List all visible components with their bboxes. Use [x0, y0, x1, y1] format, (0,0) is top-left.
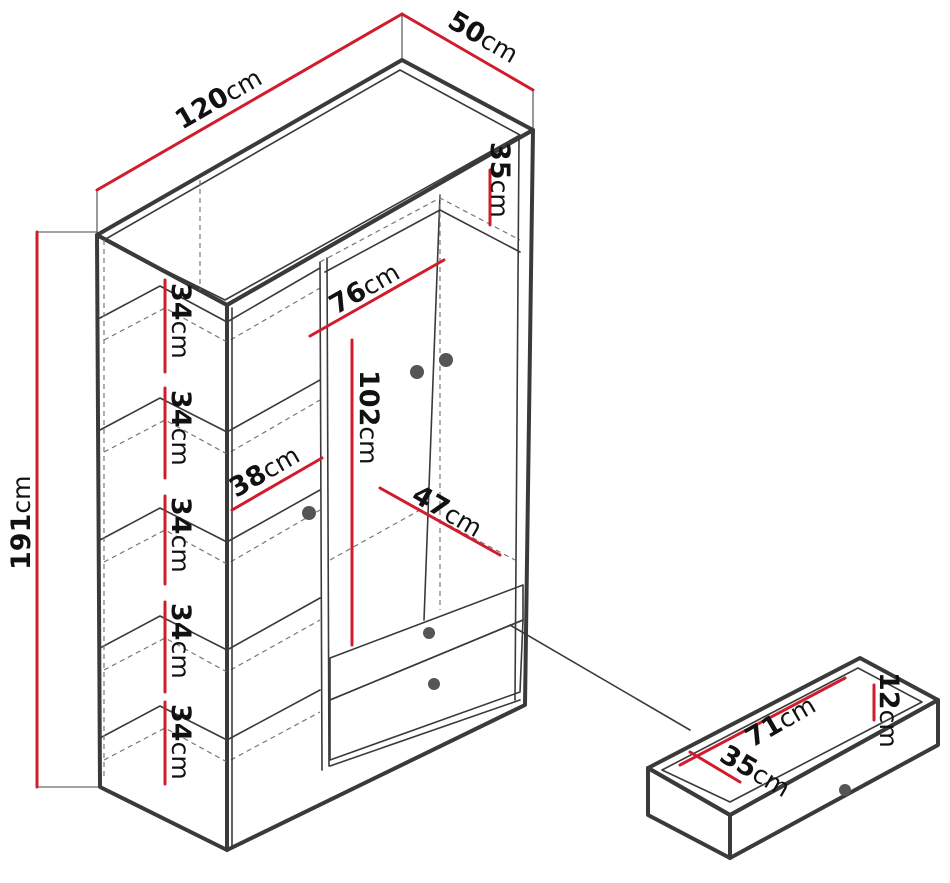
- side-width-label: 38cm: [224, 439, 305, 504]
- drawer-detail: [646, 656, 940, 860]
- inner-depth-label: 47cm: [407, 479, 488, 544]
- shelf-height-label: 34cm: [165, 603, 196, 679]
- door-knob-icon: [302, 506, 316, 520]
- drawer-knob-icon: [428, 678, 440, 690]
- drawer-knob-icon: [423, 627, 435, 639]
- drawers: [329, 584, 524, 767]
- drawer-height-label: 12cm: [873, 672, 904, 748]
- drawer-knob-icon: [839, 784, 851, 796]
- shelf-height-label: 34cm: [165, 283, 196, 359]
- shelf-height-label: 34cm: [165, 497, 196, 573]
- shelf-height-label: 34cm: [165, 390, 196, 466]
- shelf-height-label: 34cm: [165, 704, 196, 780]
- wardrobe: [37, 14, 691, 852]
- door-knob-icon: [410, 365, 424, 379]
- left-shelves: [99, 180, 321, 780]
- dimension-lines: [35, 12, 876, 789]
- hanging-label: 102cm: [353, 370, 384, 464]
- height-label: 191cm: [6, 476, 37, 570]
- top-shelf-label: 35cm: [484, 142, 515, 218]
- door-knob-icon: [439, 353, 453, 367]
